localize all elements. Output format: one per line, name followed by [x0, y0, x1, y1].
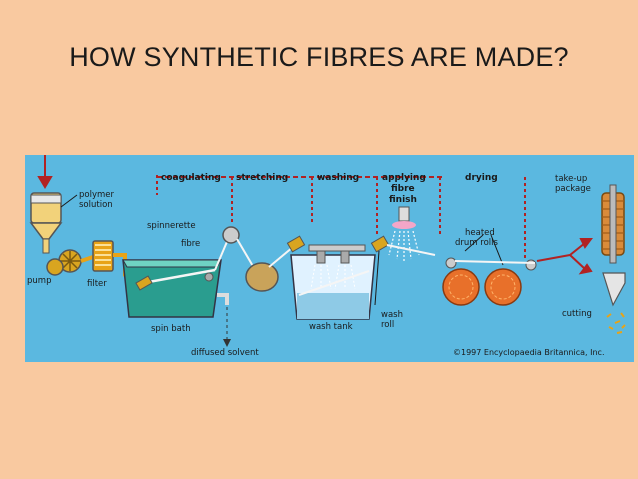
label-spin-bath: spin bath [151, 324, 191, 334]
slide-title: HOW SYNTHETIC FIBRES ARE MADE? [69, 42, 569, 72]
stage-coagulating: coagulating [161, 173, 221, 183]
label-spinnerette: spinnerette [147, 221, 196, 231]
label-solution: solution [79, 200, 113, 210]
copyright-notice: ©1997 Encyclopaedia Britannica, Inc. [453, 348, 604, 357]
label-heated: heated [465, 228, 495, 238]
spin-bath [122, 259, 222, 318]
label-cutting: cutting [562, 309, 592, 319]
label-take-up: take-up [555, 174, 587, 184]
heated-drum-rolls [442, 234, 537, 306]
polymer-hopper [29, 192, 63, 254]
label-diffused-solvent: diffused solvent [191, 348, 259, 358]
output-split [536, 238, 593, 275]
cutter [602, 272, 626, 334]
input-arrow [37, 155, 53, 189]
stage-drying: drying [465, 173, 498, 183]
fibre-process-diagram: coagulating stretching washing applying … [25, 155, 634, 362]
stage-washing: washing [317, 173, 359, 183]
filter [92, 240, 114, 272]
stage-applying-finish: finish [389, 195, 417, 205]
label-roll: roll [381, 320, 394, 330]
label-package: package [555, 184, 591, 194]
fibre-finish-sprayer [388, 206, 420, 261]
wash-tank [290, 244, 376, 320]
stage-divider-line [156, 175, 526, 260]
wash-roll [370, 235, 390, 306]
stage-applying: applying [382, 173, 426, 183]
label-polymer: polymer [79, 190, 114, 200]
diffused-solvent-outlet [217, 293, 231, 347]
label-fibre: fibre [181, 239, 200, 249]
stage-applying-fibre: fibre [391, 184, 415, 194]
stretch-rollers [214, 226, 306, 292]
take-up-package [601, 184, 625, 264]
stage-stretching: stretching [236, 173, 288, 183]
label-filter: filter [87, 279, 107, 289]
label-drum-rolls: drum rolls [455, 238, 498, 248]
pump [46, 249, 82, 276]
label-pump: pump [27, 276, 51, 286]
label-wash: wash [381, 310, 403, 320]
label-wash-tank: wash tank [309, 322, 353, 332]
